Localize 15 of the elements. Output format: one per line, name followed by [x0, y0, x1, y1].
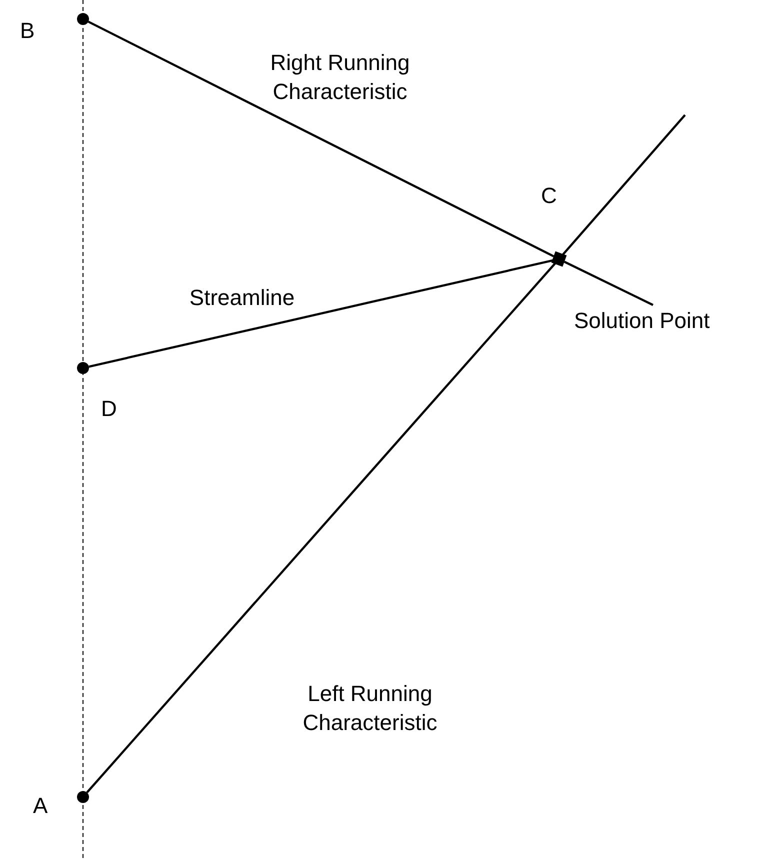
- edge-label: Streamline: [188, 284, 296, 312]
- point-marker: [77, 362, 89, 374]
- point-label: Solution Point: [574, 307, 710, 335]
- edge-label: Left Running Characteristic: [302, 680, 438, 737]
- point-label: C: [541, 182, 557, 210]
- point-marker: [77, 13, 89, 25]
- point-label: B: [20, 17, 35, 45]
- point-label: D: [101, 395, 117, 423]
- point-label: A: [33, 792, 48, 820]
- line: [86, 262, 556, 794]
- edge-label: Right Running Characteristic: [269, 49, 411, 106]
- point-marker: [77, 791, 89, 803]
- square-point-marker: [551, 251, 567, 267]
- line: [88, 259, 554, 368]
- line: [88, 20, 554, 258]
